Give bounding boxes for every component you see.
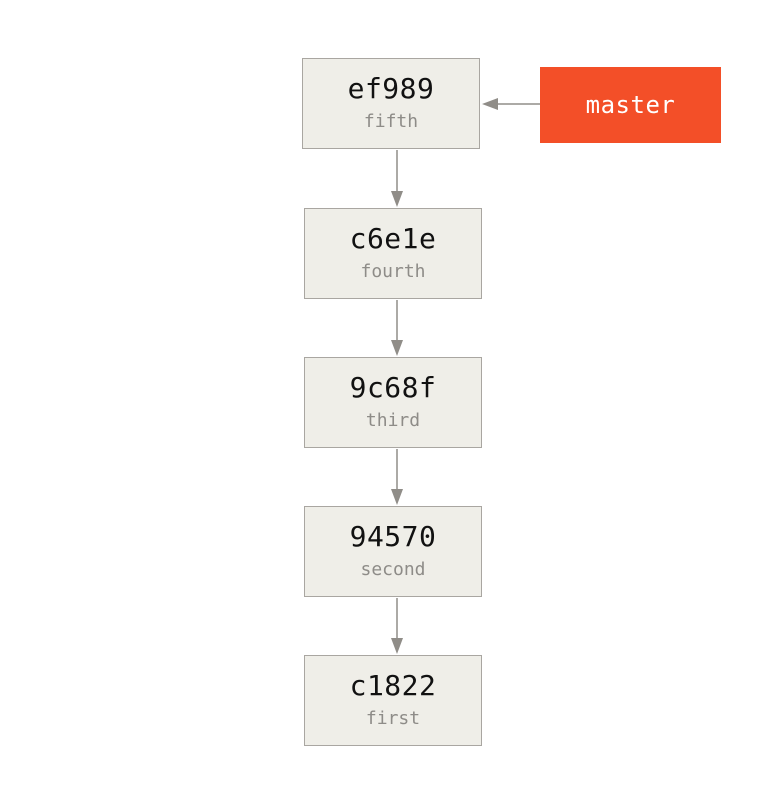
- commit-message: second: [360, 559, 426, 580]
- commit-message: fourth: [360, 261, 426, 282]
- commit-node-fourth: c6e1e fourth: [304, 208, 482, 299]
- commit-sha: 94570: [349, 520, 437, 553]
- commit-node-third: 9c68f third: [304, 357, 482, 448]
- commit-sha: c6e1e: [349, 222, 437, 255]
- commit-node-fifth: ef989 fifth: [302, 58, 480, 149]
- arrowhead-icon: [482, 98, 498, 110]
- commit-node-first: c1822 first: [304, 655, 482, 746]
- arrowhead-icon: [391, 340, 403, 356]
- commit-message: third: [365, 410, 421, 431]
- commit-sha: 9c68f: [349, 371, 437, 404]
- branch-label-master: master: [540, 67, 721, 143]
- branch-name: master: [585, 91, 676, 119]
- arrowhead-icon: [391, 489, 403, 505]
- arrowhead-icon: [391, 638, 403, 654]
- commit-node-second: 94570 second: [304, 506, 482, 597]
- commit-message: first: [365, 708, 421, 729]
- arrowhead-icon: [391, 191, 403, 207]
- commit-message: fifth: [363, 111, 419, 132]
- commit-sha: c1822: [349, 669, 437, 702]
- commit-sha: ef989: [347, 72, 435, 105]
